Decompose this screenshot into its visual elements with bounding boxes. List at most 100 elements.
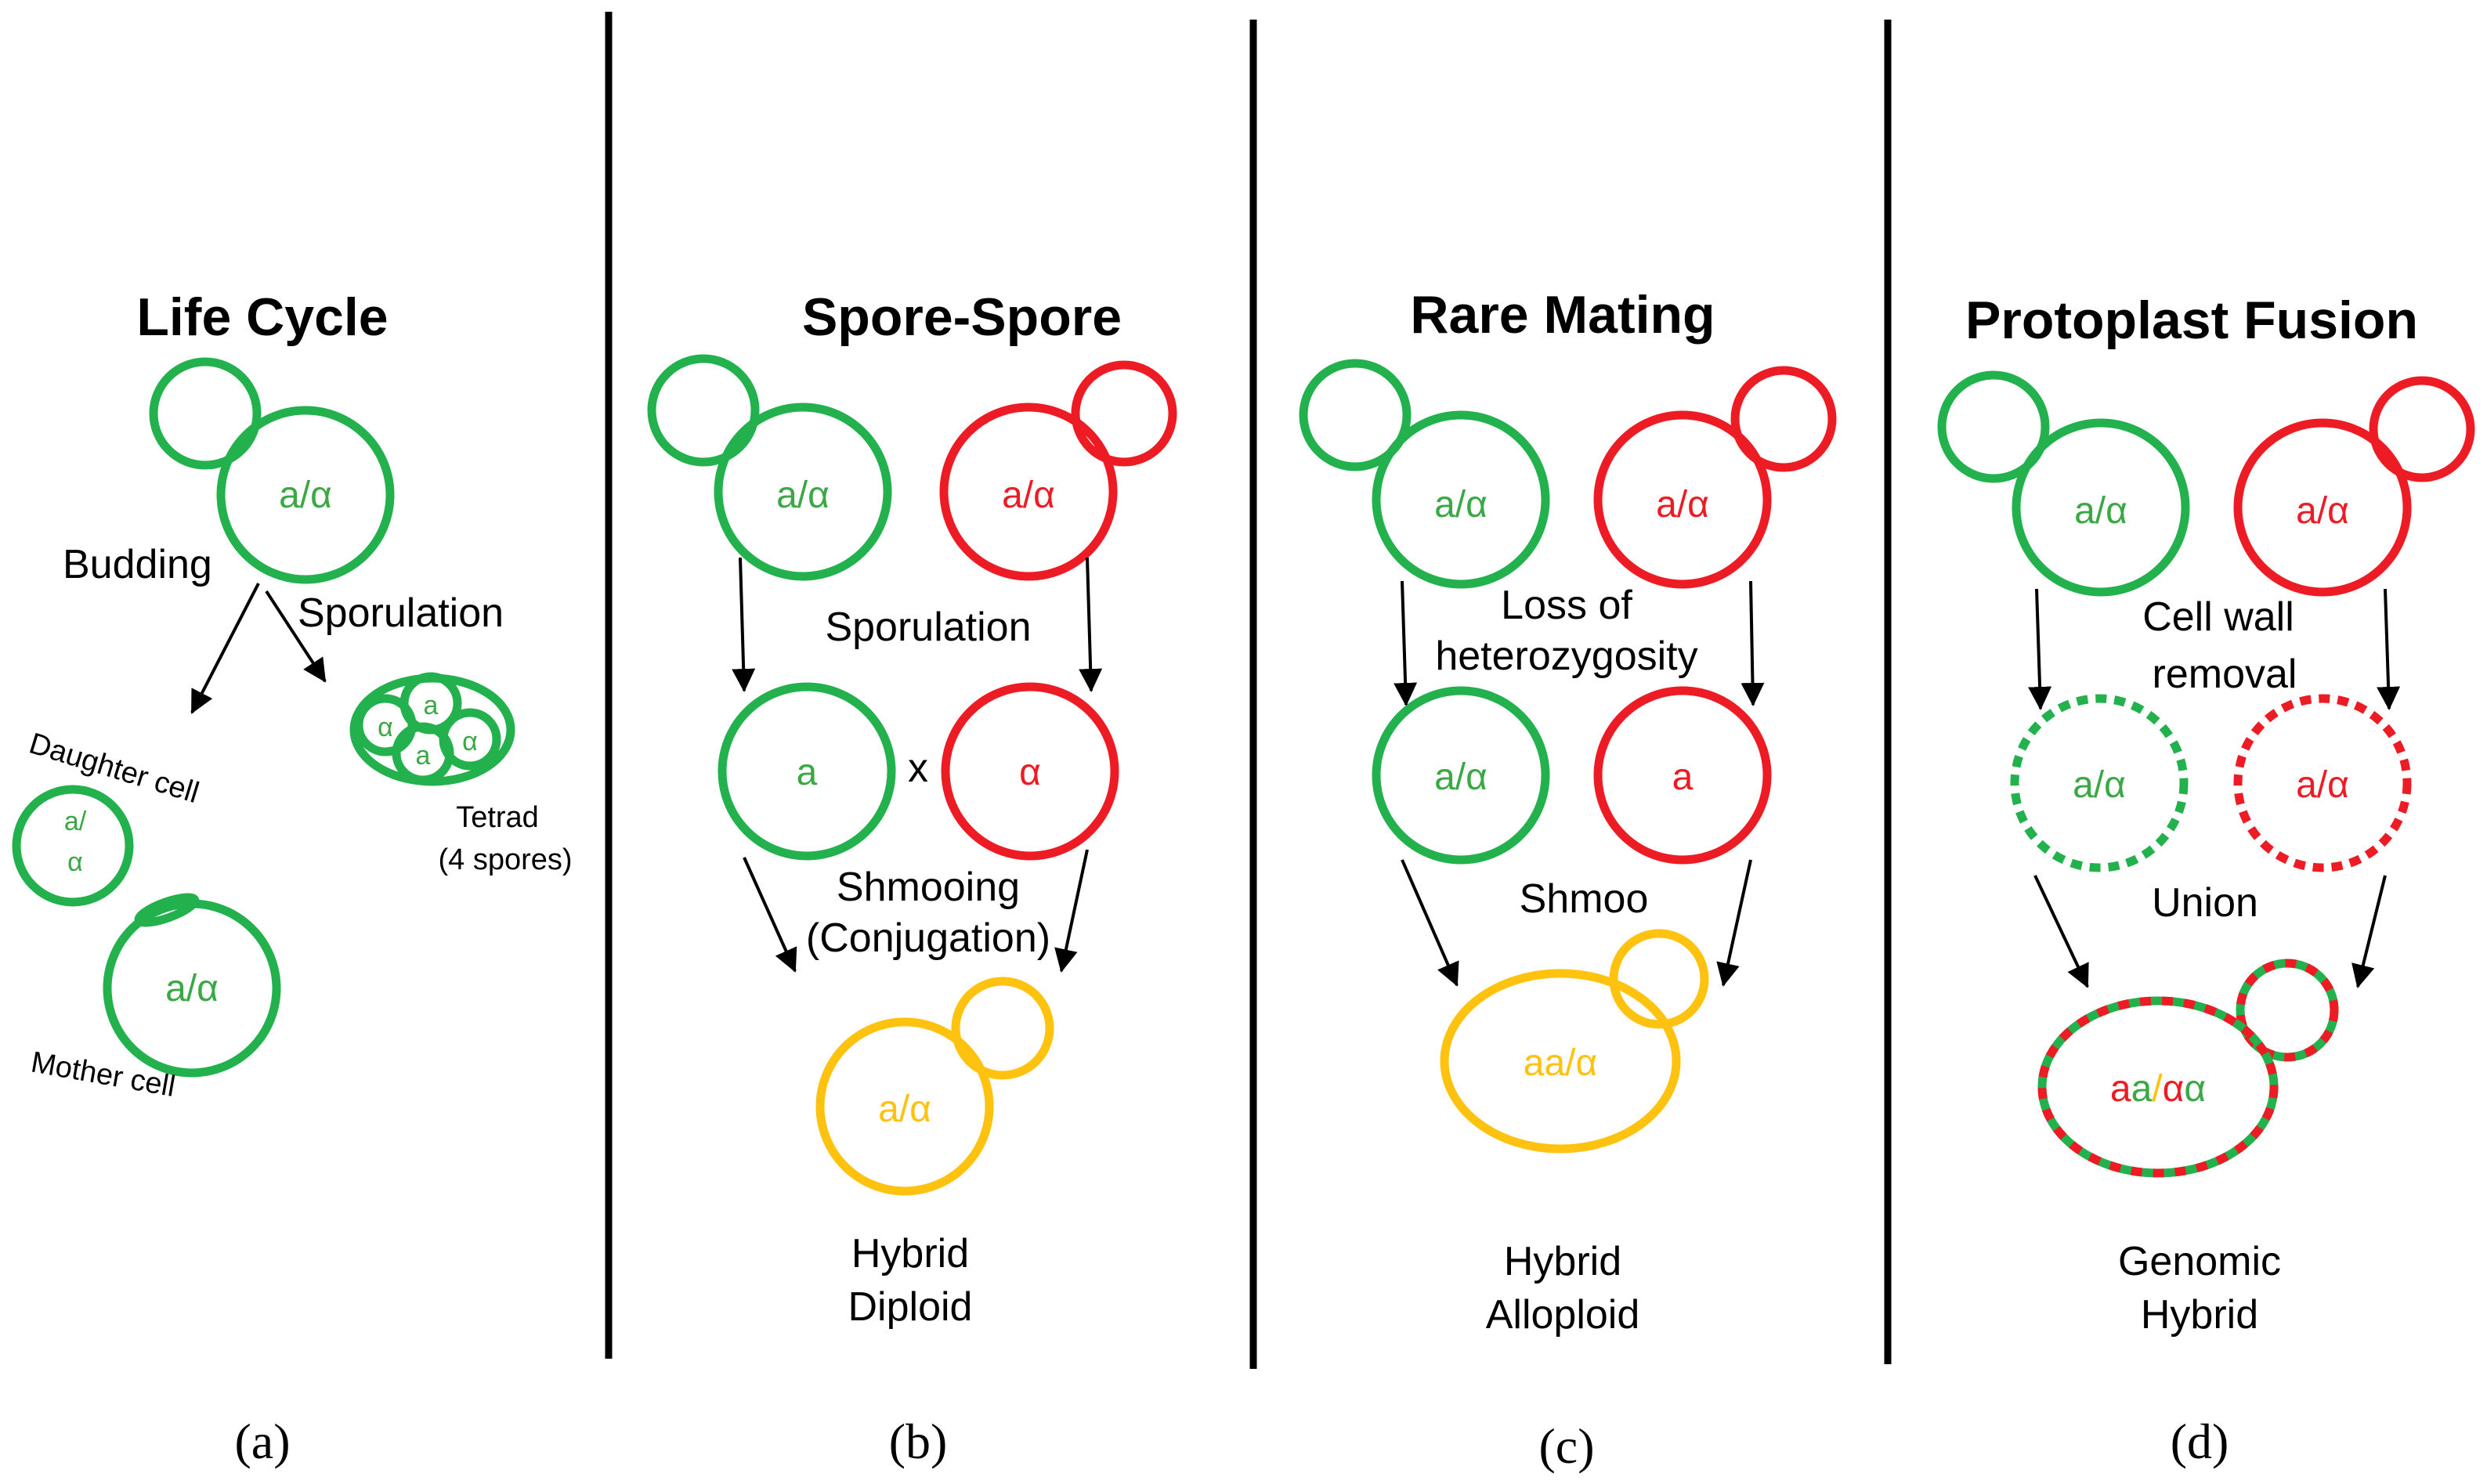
panel-b: Spore-Spore a/α a/α Sporulation a x α Sh… [647, 287, 1177, 1469]
d-hybrid-bud-red [2236, 959, 2339, 1062]
c-step1-line1: Loss of [1501, 583, 1632, 628]
panel-a-title: Life Cycle [136, 287, 388, 347]
d-left-genotype: a/α [2074, 490, 2127, 532]
b-step2-line2: (Conjugation) [806, 915, 1050, 961]
c-right-cell [1593, 410, 1772, 589]
d-right-arrow-2 [2351, 875, 2387, 988]
parent-cell [216, 406, 395, 584]
sporulation-arrow [265, 590, 327, 683]
d-right-protoplast-label: a/α [2296, 764, 2349, 806]
d-hybrid-part-1: a [2110, 1068, 2131, 1110]
b-hybrid-genotype: a/α [878, 1089, 931, 1130]
panel-c: Rare Mating a/α a/α Loss of heterozygosi… [1299, 285, 1837, 1474]
panel-a: Life Cycle a/α Budding Sporulation α a a… [12, 287, 573, 1469]
b-step1: Sporulation [825, 605, 1031, 650]
b-right-genotype: a/α [1002, 475, 1055, 516]
d-step1-line1: Cell wall [2142, 594, 2294, 640]
b-left-spore [718, 682, 896, 861]
daughter-genotype-line2: α [67, 847, 83, 877]
b-result-line1: Hybrid [851, 1231, 969, 1276]
c-step1-line2: heterozygosity [1435, 634, 1697, 679]
c-step2: Shmoo [1520, 876, 1649, 922]
daughter-cell [12, 785, 134, 907]
c-result-line2: Alloploid [1486, 1292, 1640, 1338]
parent-bud [149, 357, 262, 470]
b-hybrid-bud [951, 977, 1054, 1080]
d-result-line1: Genomic [2118, 1239, 2281, 1284]
panel-d-caption: (d) [2171, 1414, 2229, 1469]
panel-a-caption: (a) [234, 1414, 290, 1469]
mother-genotype: a/α [165, 968, 219, 1009]
d-step1-line2: removal [2153, 652, 2297, 697]
b-right-bud [1071, 360, 1177, 467]
c-left-arrow-2 [1401, 859, 1459, 987]
c-left-genotype: a/α [1434, 484, 1488, 525]
budding-arrow [190, 583, 260, 714]
b-left-bud [647, 354, 760, 467]
parent-genotype: a/α [279, 475, 332, 516]
daughter-genotype-line1: a/ [64, 807, 87, 836]
c-result-line1: Hybrid [1504, 1239, 1621, 1284]
c-right-genotype: a/α [1656, 484, 1709, 525]
d-hybrid-part-4: α [2163, 1068, 2185, 1110]
d-result-line2: Hybrid [2141, 1292, 2258, 1338]
d-hybrid-part-5: α [2184, 1068, 2206, 1110]
b-left-cell [714, 403, 892, 581]
c-left-bud [1299, 359, 1412, 471]
tetrad-spore-4 [439, 708, 501, 771]
c-right-arrow-2 [1716, 859, 1752, 987]
d-right-arrow-1 [2377, 588, 2401, 710]
d-step2: Union [2152, 880, 2258, 926]
b-result-line2: Diploid [848, 1284, 973, 1330]
tetrad-spore-1-label: α [378, 713, 393, 742]
d-left-protoplast-label: a/α [2073, 764, 2126, 806]
d-right-protoplast [2233, 694, 2412, 872]
d-hybrid-part-3: / [2152, 1068, 2163, 1110]
c-hybrid-genotype: aa/α [1524, 1042, 1597, 1084]
d-left-protoplast [2010, 694, 2189, 872]
budding-label: Budding [63, 542, 212, 587]
b-step2-line1: Shmooing [837, 865, 1020, 910]
d-right-cell [2233, 418, 2412, 597]
c-left-cell [1372, 410, 1550, 589]
b-left-spore-label: a [797, 752, 818, 793]
d-right-genotype: a/α [2296, 490, 2349, 532]
sporulation-label: Sporulation [298, 590, 504, 636]
panel-c-caption: (c) [1538, 1418, 1594, 1474]
d-left-arrow-1 [2028, 588, 2052, 710]
d-left-arrow-2 [2033, 875, 2089, 988]
c-left-arrow-1 [1394, 580, 1418, 706]
b-left-arrow-2 [743, 857, 797, 973]
d-hybrid-genotype: aa/αα [2110, 1068, 2206, 1110]
b-left-arrow-1 [732, 557, 756, 692]
b-hybrid-cell [815, 1017, 994, 1196]
c-right-after-label: a [1672, 756, 1694, 798]
tetrad-spore-2-label: a [424, 691, 439, 720]
tetrad-label-line1: Tetrad [456, 801, 539, 834]
d-left-cell [2012, 418, 2190, 597]
d-hybrid-part-2: a [2131, 1068, 2153, 1110]
c-left-after-label: a/α [1434, 756, 1488, 798]
panel-b-caption: (b) [889, 1414, 948, 1469]
d-hybrid-cell-red [2037, 996, 2279, 1178]
b-left-genotype: a/α [776, 475, 830, 516]
b-right-spore-label: α [1019, 752, 1041, 793]
b-right-spore [941, 682, 1119, 861]
tetrad-label-line2: (4 spores) [438, 843, 572, 876]
c-right-arrow-1 [1741, 580, 1765, 706]
c-hybrid-cell [1440, 969, 1681, 1154]
c-left-after [1372, 686, 1550, 865]
panel-d-title: Protoplast Fusion [1965, 291, 2418, 350]
b-cross: x [908, 746, 928, 791]
b-right-arrow-2 [1054, 849, 1089, 973]
d-left-bud [1937, 370, 2050, 483]
b-right-arrow-1 [1079, 557, 1103, 692]
panel-c-title: Rare Mating [1410, 285, 1715, 345]
panel-b-title: Spore-Spore [802, 287, 1122, 347]
d-right-bud [2369, 376, 2475, 482]
bud-scar [134, 893, 200, 927]
mother-label: Mother cell [28, 1046, 177, 1104]
b-right-cell [939, 403, 1118, 581]
c-right-after [1593, 686, 1772, 865]
